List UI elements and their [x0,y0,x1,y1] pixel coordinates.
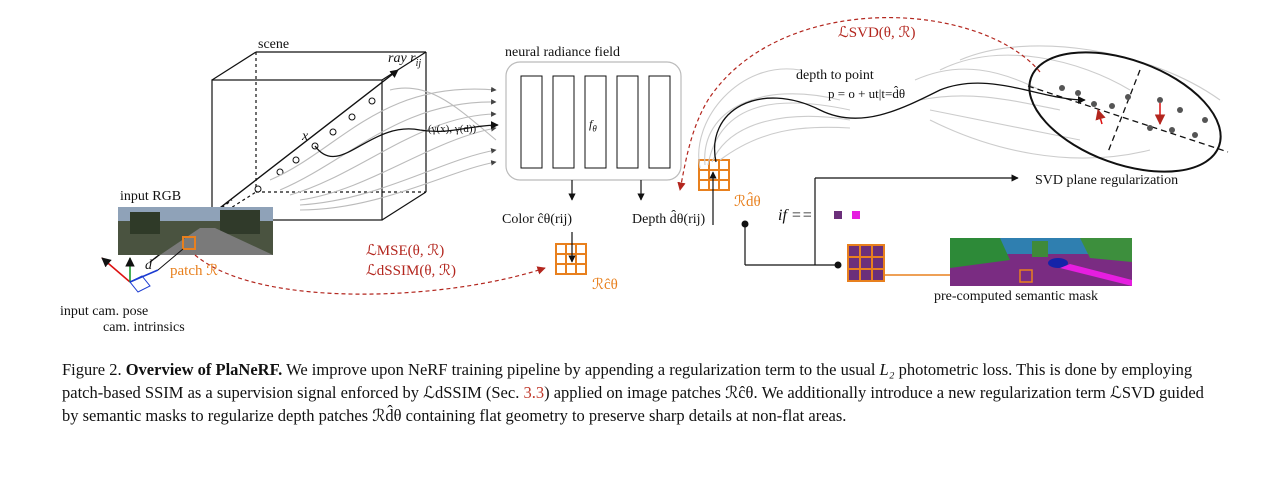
color-output-label: Color ĉθ(rij) [502,212,573,227]
caption-text-2: photometric loss. This is done by employ… [62,360,1193,402]
caption-text-5: . We additionally introduce a new regula… [753,383,1110,402]
caption-figure-number: Figure 2. [62,360,122,379]
loss-dssim-label: ℒdSSIM(θ, ℛ) [366,263,456,279]
depth-output-label: Depth d̂θ(rij) [632,212,706,227]
svd-regularization-label: SVD plane regularization [1035,173,1179,188]
ray-label-sub: ij [415,57,422,69]
caption-l2: L₂ [879,360,895,379]
loss-mse-label: ℒMSE(θ, ℛ) [366,243,445,259]
scene-label: scene [258,37,290,52]
patch-label: patch ℛ [170,263,219,279]
caption-rd: ℛd̂θ [372,406,402,425]
pipeline-figure [101,16,1229,295]
figure-caption: Figure 2. Overview of PlaNeRF. We improv… [62,358,1222,427]
semantic-patch-grid [847,244,885,282]
caption-ldssim: ℒdSSIM [423,383,482,402]
caption-text-6: guided by semantic masks to regularize d… [62,383,1204,425]
caption-text-4: ) applied on image patches [544,383,726,402]
cam-pose-label: input cam. pose [60,304,149,319]
caption-text-7: containing flat geometry to preserve sha… [401,406,847,425]
if-condition-label: if == [778,207,813,224]
scene-cube [211,51,427,221]
ray-label-main: ray r [388,51,416,66]
depth-patch-grid [698,159,730,191]
input-rgb-label: input RGB [120,189,182,204]
plane-ellipse [1027,51,1229,173]
ray-label: ray rij [388,52,421,69]
d-label: d [145,258,152,273]
input-rgb-image [118,207,273,255]
caption-text-1: We improve upon NeRF training pipeline b… [282,360,880,379]
f-label: f [589,117,593,131]
semantic-mask-label: pre-computed semantic mask [934,289,1099,304]
x-label: x [302,129,309,144]
f-theta-label: fθ [589,118,597,133]
svd-loss-arrow [677,16,1041,191]
depth-patch-label: ℛd̂θ [734,194,761,210]
encoding-label: (γ(x), γ(d)) [428,123,477,135]
depth-to-point-lines [698,45,1221,169]
depth-to-point-curve [713,82,1086,163]
nerf-label: neural radiance field [505,45,621,60]
loss-svd-label: ℒSVD(θ, ℛ) [838,25,916,41]
caption-lsvd: ℒSVD [1109,383,1155,402]
mask-color-purple [834,211,842,219]
caption-rc: ℛĉθ [725,383,754,402]
caption-title: Overview of PlaNeRF. [125,360,283,379]
point-equation: p = o + ut|t=d̂θ [828,86,906,101]
semantic-branch [744,174,1019,266]
color-patch-label: ℛĉθ [592,277,618,293]
cam-intrinsics-label: cam. intrinsics [103,320,185,335]
caption-section-link[interactable]: 3.3 [523,383,545,402]
f-sub: θ [592,123,597,134]
mask-color-magenta [852,211,860,219]
caption-text-3: (Sec. [481,383,524,402]
camera-axes [101,257,159,293]
nerf-network [505,61,682,181]
depth-to-point-label: depth to point [796,68,874,83]
semantic-mask-image [950,238,1132,286]
main-flow-line [314,121,499,158]
flow-lines [269,86,497,211]
color-patch-grid [555,243,587,275]
photometric-loss-arrow [194,254,546,295]
